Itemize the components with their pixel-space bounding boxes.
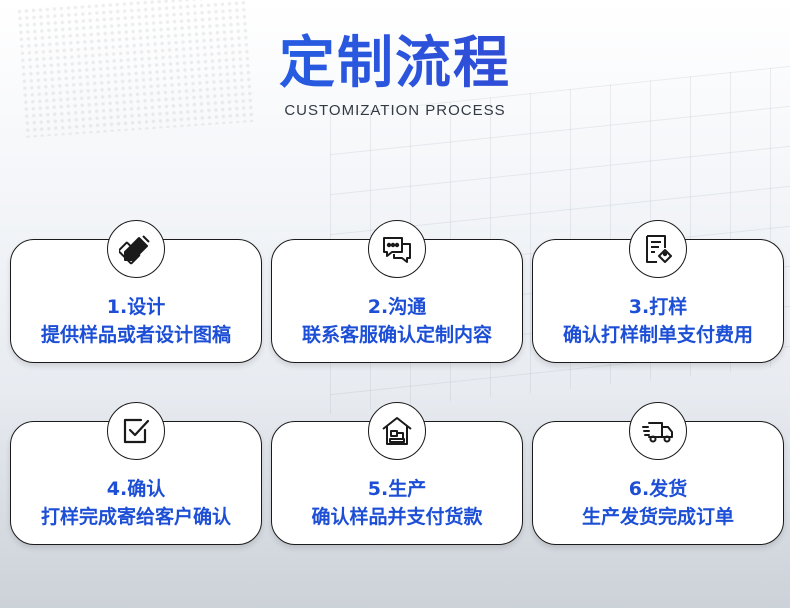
step-description: 生产发货完成订单 [581,506,734,528]
step-title: 2.沟通 [367,296,427,318]
page-title: 定制流程 [0,18,790,99]
step-card-production: 5.生产 确认样品并支付货款 [271,402,523,545]
step-title: 1.设计 [106,296,166,318]
step-title: 4.确认 [106,478,166,500]
pencil-ruler-icon [107,220,165,278]
delivery-truck-icon [629,402,687,460]
page-subtitle: CUSTOMIZATION PROCESS [284,102,506,119]
step-title: 5.生产 [367,478,427,500]
step-title: 3.打样 [628,296,688,318]
factory-house-icon [368,402,426,460]
step-description: 联系客服确认定制内容 [301,324,492,346]
step-card-sample: 3.打样 确认打样制单支付费用 [532,220,784,363]
document-tag-icon [629,220,687,278]
checkbox-icon [107,402,165,460]
step-card-shipping: 6.发货 生产发货完成订单 [532,402,784,545]
step-title: 6.发货 [628,478,688,500]
step-card-design: 1.设计 提供样品或者设计图稿 [10,220,262,363]
step-card-confirm: 4.确认 打样完成寄给客户确认 [10,402,262,545]
step-description: 确认样品并支付货款 [311,506,483,528]
chat-bubbles-icon [368,220,426,278]
step-description: 确认打样制单支付费用 [562,324,753,346]
step-card-communicate: 2.沟通 联系客服确认定制内容 [271,220,523,363]
step-description: 提供样品或者设计图稿 [40,324,231,346]
step-description: 打样完成寄给客户确认 [40,506,231,528]
